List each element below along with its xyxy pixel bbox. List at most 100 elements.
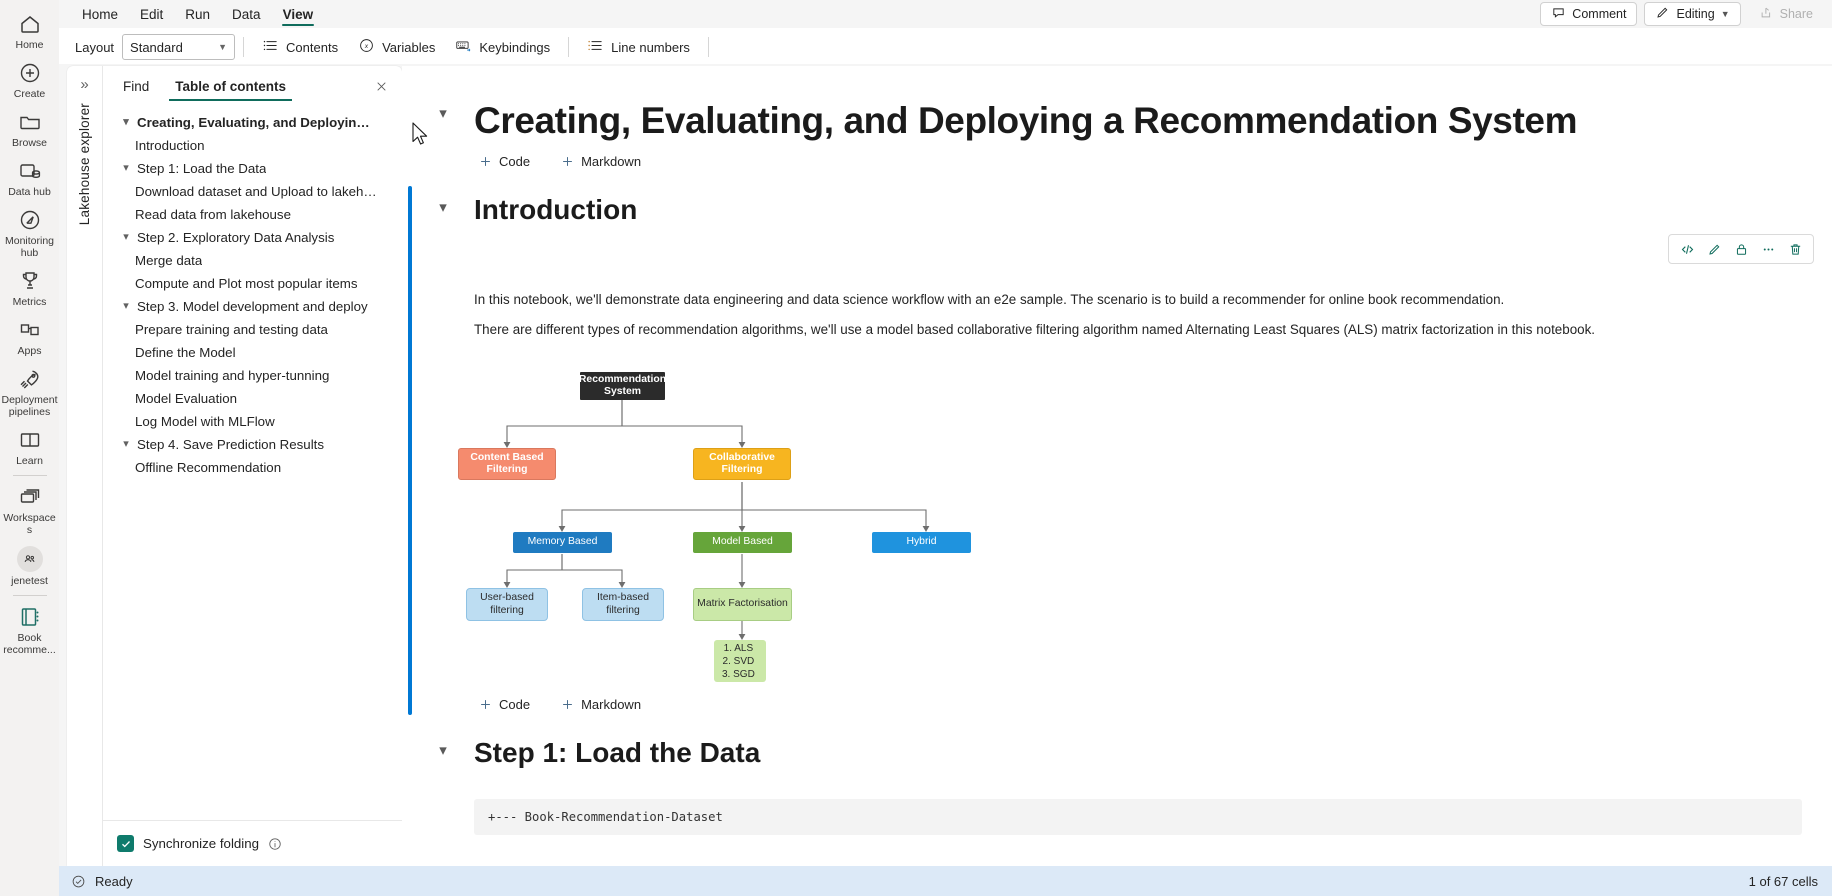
menu-item-edit[interactable]: Edit: [140, 6, 164, 22]
rail-item-home[interactable]: Home: [0, 6, 59, 55]
more-icon[interactable]: [1755, 236, 1781, 262]
plus-icon: [560, 697, 575, 712]
chevron-down-icon[interactable]: ▾: [439, 105, 447, 122]
chevron-down-icon[interactable]: ▾: [123, 300, 129, 312]
menu-item-data[interactable]: Data: [232, 6, 261, 22]
chevron-down-icon[interactable]: ▾: [123, 231, 129, 243]
expand-chevron-icon[interactable]: »: [80, 76, 89, 93]
menu-item-run[interactable]: Run: [185, 6, 211, 22]
toc-item-model-training[interactable]: Model training and hyper-tunning: [107, 364, 398, 387]
toc-item-download-dataset[interactable]: Download dataset and Upload to lakeh…: [107, 180, 398, 203]
toc-item-read-data[interactable]: Read data from lakehouse: [107, 203, 398, 226]
lakehouse-explorer-strip[interactable]: » Lakehouse explorer: [67, 66, 103, 866]
share-button[interactable]: Share: [1748, 2, 1824, 26]
cell-collapse-gutter[interactable]: ▾: [412, 729, 474, 835]
notebook-cell-step-1[interactable]: ▾ Step 1: Load the Data +--- Book-Recomm…: [402, 729, 1832, 835]
add-code-label: Code: [499, 154, 531, 169]
menu-bar-actions: Comment Editing ▼ Share: [1540, 0, 1824, 28]
editing-label: Editing: [1676, 7, 1715, 21]
notebook-cell-title[interactable]: ▾ Creating, Evaluating, and Deploying a …: [402, 92, 1832, 172]
home-icon: [18, 12, 42, 36]
svg-text:x: x: [364, 43, 369, 50]
toc-item-define-model[interactable]: Define the Model: [107, 341, 398, 364]
section-heading-step-1: Step 1: Load the Data: [474, 737, 761, 768]
lakehouse-explorer-label[interactable]: Lakehouse explorer: [77, 103, 92, 226]
add-markdown-cell-button[interactable]: Markdown: [556, 694, 645, 715]
add-code-cell-button[interactable]: Code: [474, 151, 534, 172]
delete-icon[interactable]: [1782, 236, 1808, 262]
rail-item-metrics[interactable]: Metrics: [0, 263, 59, 312]
toc-item-log-model[interactable]: Log Model with MLFlow: [107, 410, 398, 433]
toc-item-prepare-training[interactable]: Prepare training and testing data: [107, 318, 398, 341]
chevron-down-icon[interactable]: ▾: [439, 199, 447, 216]
info-icon[interactable]: [268, 837, 282, 851]
lock-icon[interactable]: [1728, 236, 1754, 262]
rail-item-monitoring-hub[interactable]: Monitoring hub: [0, 202, 59, 263]
toc-item-root[interactable]: ▾ Creating, Evaluating, and Deployin…: [107, 111, 398, 134]
rail-item-browse[interactable]: Browse: [0, 104, 59, 153]
toc-item-model-evaluation[interactable]: Model Evaluation: [107, 387, 398, 410]
toc-item-step-3[interactable]: ▾ Step 3. Model development and deploy: [107, 295, 398, 318]
notebook-cell-introduction[interactable]: ▾ Introduction: [402, 186, 1832, 715]
tab-find[interactable]: Find: [123, 79, 150, 94]
rail-item-create[interactable]: Create: [0, 55, 59, 104]
avatar: [16, 546, 43, 572]
chevron-down-icon[interactable]: ▾: [439, 742, 447, 759]
diagram-connectors: [503, 400, 930, 640]
code-view-icon[interactable]: [1674, 236, 1700, 262]
cell-collapse-gutter[interactable]: ▾: [412, 92, 474, 172]
add-code-cell-button[interactable]: Code: [474, 694, 534, 715]
paragraph-intro-1: In this notebook, we'll demonstrate data…: [474, 292, 1505, 307]
recommendation-system-diagram: Recommendation System Content Based Filt…: [458, 358, 1034, 682]
variables-button[interactable]: x Variables: [348, 33, 445, 61]
rail-item-jenetest[interactable]: jenetest: [0, 540, 59, 591]
layout-select[interactable]: Standard ▼: [122, 34, 236, 60]
comment-button[interactable]: Comment: [1540, 2, 1638, 26]
keybindings-label: Keybindings: [479, 39, 551, 55]
rocket-icon: [18, 367, 42, 391]
chevron-down-icon[interactable]: ▾: [123, 438, 129, 450]
toc-item-compute-plot[interactable]: Compute and Plot most popular items: [107, 272, 398, 295]
rail-item-deployment-pipelines[interactable]: Deployment pipelines: [0, 361, 59, 422]
keybindings-button[interactable]: Keybindings: [445, 33, 560, 61]
toc-item-label: Define the Model: [135, 345, 236, 360]
add-markdown-cell-button[interactable]: Markdown: [556, 151, 645, 172]
menu-item-home[interactable]: Home: [82, 6, 119, 22]
rail-item-workspaces[interactable]: Workspaces: [0, 479, 59, 540]
menu-item-view[interactable]: View: [272, 0, 325, 28]
toc-item-step-2[interactable]: ▾ Step 2. Exploratory Data Analysis: [107, 226, 398, 249]
toc-item-label: Step 3. Model development and deploy: [137, 299, 368, 314]
editing-button[interactable]: Editing ▼: [1644, 2, 1741, 26]
rail-item-data-hub[interactable]: Data hub: [0, 153, 59, 202]
variables-label: Variables: [382, 39, 436, 55]
keyboard-icon: [455, 37, 472, 57]
rail-item-book-recommendation[interactable]: Book recomme...: [0, 599, 59, 660]
chevron-down-icon[interactable]: ▾: [123, 162, 129, 174]
diagram-node-user-based-filtering: User-based filtering: [466, 588, 548, 621]
share-icon: [1759, 5, 1774, 23]
chevron-down-icon[interactable]: ▾: [123, 116, 129, 128]
line-numbers-button[interactable]: Line numbers: [577, 33, 700, 61]
synchronize-folding-checkbox[interactable]: [117, 835, 134, 852]
ribbon-divider: [243, 37, 245, 57]
rail-item-learn[interactable]: Learn: [0, 422, 59, 471]
diagram-node-recommendation-system: Recommendation System: [579, 372, 666, 400]
plus-icon: [478, 697, 493, 712]
toc-item-introduction[interactable]: Introduction: [107, 134, 398, 157]
rail-item-apps[interactable]: Apps: [0, 312, 59, 361]
line-numbers-icon: [587, 37, 604, 57]
rail-label: Create: [13, 88, 46, 100]
toc-item-step-4[interactable]: ▾ Step 4. Save Prediction Results: [107, 433, 398, 456]
code-cell-output[interactable]: +--- Book-Recommendation-Dataset: [474, 799, 1802, 835]
diagram-node-item-based-filtering: Item-based filtering: [582, 588, 664, 621]
edit-icon[interactable]: [1701, 236, 1727, 262]
notebook-scroll-area[interactable]: ▾ Creating, Evaluating, and Deploying a …: [402, 66, 1832, 866]
contents-button[interactable]: Contents: [252, 33, 348, 61]
cell-collapse-gutter[interactable]: ▾: [412, 186, 474, 715]
close-icon[interactable]: [370, 75, 392, 97]
apps-icon: [18, 318, 42, 342]
tab-table-of-contents[interactable]: Table of contents: [169, 76, 292, 101]
toc-item-offline-recommendation[interactable]: Offline Recommendation: [107, 456, 398, 479]
toc-item-merge-data[interactable]: Merge data: [107, 249, 398, 272]
toc-item-step-1[interactable]: ▾ Step 1: Load the Data: [107, 157, 398, 180]
